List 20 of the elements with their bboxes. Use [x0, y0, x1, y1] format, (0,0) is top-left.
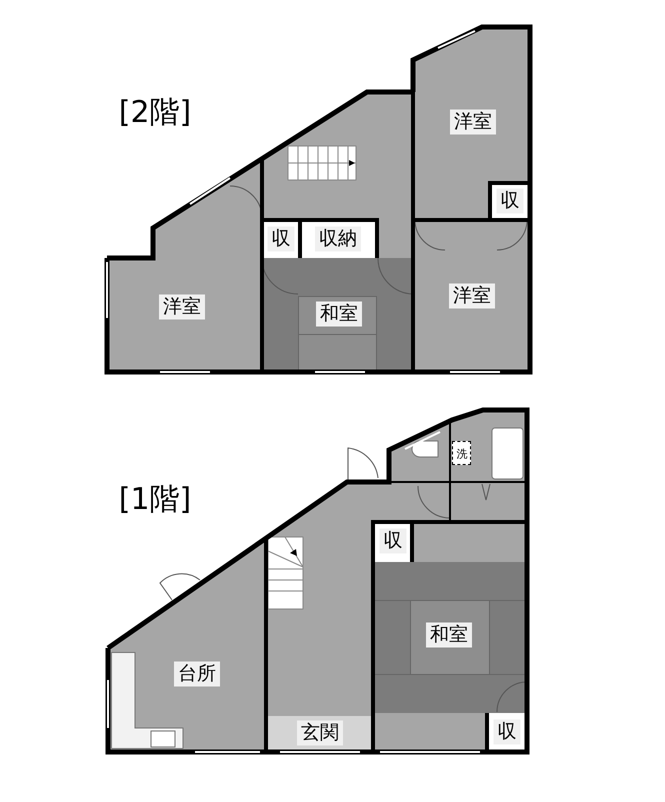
room-label: 洗: [456, 448, 468, 460]
room-label: 和室: [426, 622, 472, 648]
washer-space: [452, 441, 471, 465]
closet-floor: [300, 220, 377, 258]
room-label: 和室: [316, 302, 362, 326]
room-label: 収納: [315, 226, 361, 252]
floor-heading: [1階]: [118, 485, 192, 515]
room-label: 収: [494, 720, 520, 744]
room-label: 収: [380, 528, 406, 554]
room-label: 玄関: [297, 720, 343, 746]
room-label: 洋室: [450, 110, 496, 134]
tatami-room-floor: [262, 258, 413, 372]
room-label: 収: [496, 188, 524, 214]
tatami-room-floor: [373, 562, 527, 713]
entrance-floor: [266, 716, 373, 752]
room-label: 洋室: [159, 294, 205, 320]
room-label: 台所: [174, 662, 220, 686]
room-label: 収: [268, 226, 294, 252]
floor-heading: [2階]: [118, 98, 192, 128]
room-label: 洋室: [449, 284, 495, 308]
